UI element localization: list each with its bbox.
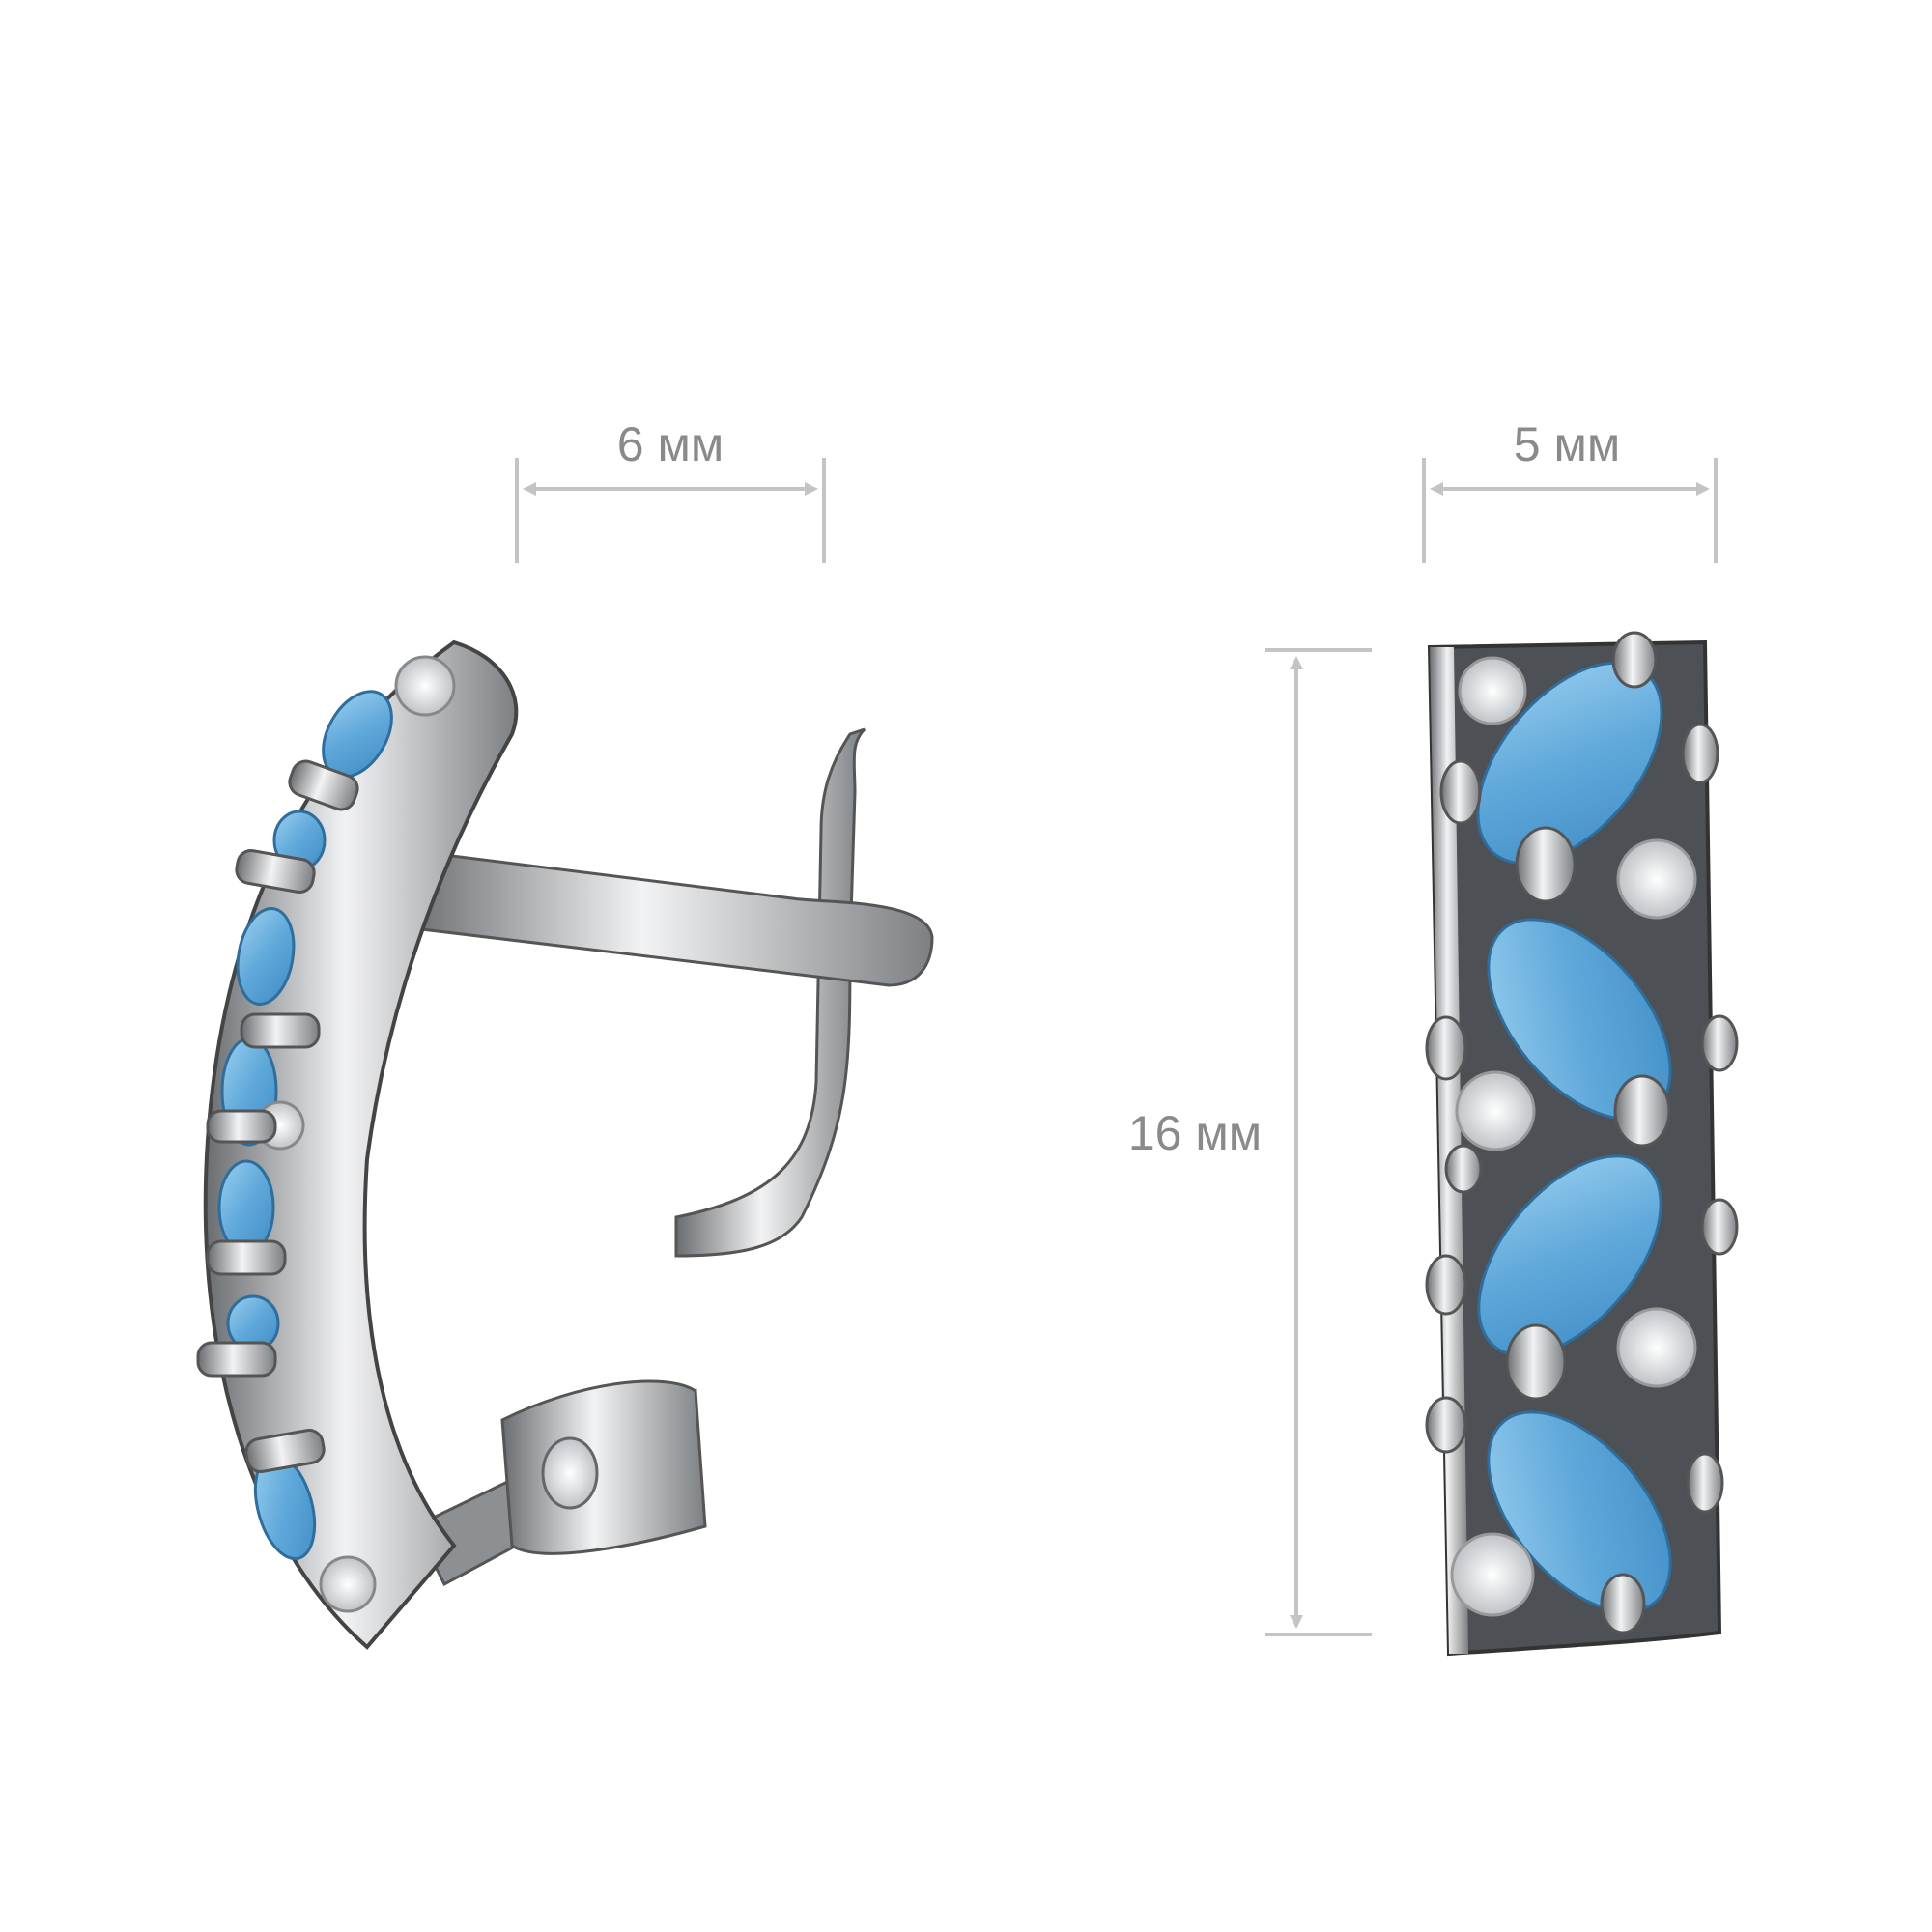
- dimension-label-width-side: 6 мм: [616, 417, 724, 471]
- dimension-label-height-front: 16 мм: [1127, 1106, 1263, 1160]
- earring-side-view: [196, 639, 934, 1650]
- dimension-width-side: [515, 458, 826, 563]
- earring-front-view: [1425, 631, 1739, 1657]
- dimension-width-front: [1422, 458, 1718, 563]
- dimension-label-width-front: 5 мм: [1513, 417, 1621, 471]
- dimension-height-front: [1265, 648, 1372, 1636]
